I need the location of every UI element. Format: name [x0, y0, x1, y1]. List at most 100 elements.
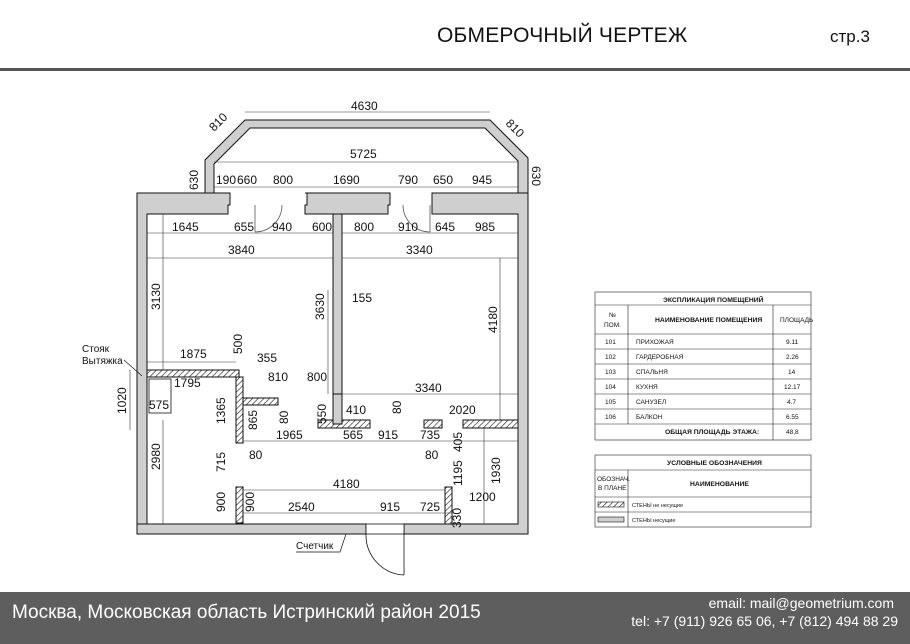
rooms-total-value: 48,8 — [786, 429, 799, 436]
rooms-header-area: ПЛОЩАДЬ — [780, 317, 813, 324]
dim-room-80d: 80 — [425, 448, 439, 462]
notes: Стояк Вытяжка Счетчик — [82, 344, 347, 553]
legend-table — [594, 454, 812, 528]
dimension-lines — [129, 111, 518, 524]
rooms-header-num1: № — [609, 312, 616, 319]
rooms-table-text: ЭКСПЛИКАЦИЯ ПОМЕЩЕНИЙ № ПОМ. НАИМЕНОВАНИ… — [604, 295, 813, 436]
dim-room-80c: 80 — [249, 448, 263, 462]
dim-balcony-inner: 5725 — [350, 147, 377, 161]
dim-room-3840: 3840 — [228, 243, 255, 257]
room-name: ПРИХОЖАЯ — [636, 339, 674, 346]
dim-room-1875: 1875 — [180, 347, 207, 361]
balcony-door-right — [402, 204, 431, 233]
room-name: СПАЛЬНЯ — [636, 369, 668, 376]
rooms-total-label: ОБЩАЯ ПЛОЩАДЬ ЭТАЖА: — [665, 429, 759, 436]
footer-bar: Москва, Московская область Истринский ра… — [0, 592, 910, 644]
dim-room-565: 565 — [343, 428, 363, 442]
dim-room-1195: 1195 — [451, 460, 465, 486]
dim-room-500: 500 — [231, 334, 245, 354]
header-divider — [0, 68, 910, 71]
dim-facade-650: 650 — [433, 173, 453, 187]
dim-room-80b: 80 — [390, 400, 404, 414]
room-num: 102 — [605, 354, 616, 361]
room-name: КУХНЯ — [636, 384, 658, 391]
dim-room-715: 715 — [214, 452, 228, 472]
dim-room-80a: 80 — [277, 410, 291, 424]
balcony-door-left — [254, 204, 283, 233]
room-area: 2.26 — [786, 354, 799, 361]
dimension-texts: 4630 810 810 5725 630 630 190 660 800 16… — [115, 99, 543, 528]
room-name: САНУЗЕЛ — [636, 399, 666, 406]
dim-room-600: 600 — [312, 220, 332, 234]
dim-room-865: 865 — [246, 410, 260, 430]
room-area: 6.55 — [786, 414, 799, 421]
room-num: 104 — [605, 384, 616, 391]
dim-facade-190: 190 — [216, 173, 236, 187]
page-number: стр.3 — [830, 27, 870, 46]
footer-phone: tel: +7 (911) 926 65 06, +7 (812) 494 88… — [631, 613, 898, 629]
dim-balcony-top: 4630 — [351, 99, 378, 113]
interior-walls — [146, 213, 519, 525]
legend-nonbearing-symbol — [597, 501, 625, 508]
dim-balcony-side-left: 630 — [187, 170, 201, 190]
legend-header-code1: ОБОЗНАЧ. — [597, 476, 630, 483]
legend-row-bearing: СТЕНЫ несущие — [632, 518, 675, 524]
dim-room-1365: 1365 — [214, 397, 228, 424]
footer-email: email: mail@geometrium.com — [708, 595, 894, 611]
rooms-header-num2: ПОМ. — [604, 322, 621, 329]
dim-room-1645: 1645 — [172, 220, 199, 234]
note-meter: Счетчик — [296, 541, 334, 552]
riser-block — [148, 378, 172, 414]
dim-facade-1690: 1690 — [333, 173, 360, 187]
dim-room-1020: 1020 — [115, 387, 129, 414]
rooms-header-name: НАИМЕНОВАНИЕ ПОМЕЩЕНИЯ — [655, 317, 762, 324]
legend-table-text: УСЛОВНЫЕ ОБОЗНАЧЕНИЯ ОБОЗНАЧ. В ПЛАНЕ НА… — [597, 460, 762, 524]
dim-room-3340: 3340 — [406, 243, 433, 257]
dim-room-645: 645 — [435, 220, 455, 234]
dim-room-3630: 3630 — [313, 293, 327, 320]
dim-room-1965: 1965 — [276, 428, 303, 442]
legend-wall-symbols — [597, 501, 625, 523]
rooms-table — [594, 291, 812, 441]
page-title: ОБМЕРОЧНЫЙ ЧЕРТЕЖ — [437, 24, 688, 47]
dim-room-2020: 2020 — [449, 403, 476, 417]
dim-room-655: 655 — [234, 220, 254, 234]
room-num: 106 — [605, 414, 616, 421]
dim-room-1795: 1795 — [174, 376, 201, 390]
legend-bearing-symbol — [597, 516, 625, 523]
dim-room-985: 985 — [475, 220, 495, 234]
dim-room-1930: 1930 — [489, 457, 503, 484]
dim-room-550: 550 — [315, 404, 329, 424]
dim-room-800c: 800 — [307, 370, 327, 384]
room-num: 103 — [605, 369, 616, 376]
dim-balcony-side-right: 630 — [529, 166, 543, 186]
dim-room-900b: 900 — [243, 492, 257, 512]
dim-room-725: 725 — [420, 500, 440, 514]
dim-room-3130: 3130 — [149, 283, 163, 310]
dim-room-910: 910 — [398, 220, 418, 234]
dim-room-575: 575 — [149, 398, 169, 412]
dim-room-900a: 900 — [214, 492, 228, 512]
dim-facade-945: 945 — [472, 173, 492, 187]
room-area: 12.17 — [784, 384, 801, 391]
legend-header-code2: В ПЛАНЕ — [598, 485, 627, 492]
dim-room-810: 810 — [268, 370, 288, 384]
room-area: 14 — [788, 369, 796, 376]
dim-room-405: 405 — [451, 432, 465, 452]
legend-row-nonbearing: СТЕНЫ не несущие — [632, 503, 683, 509]
note-meter-leader — [296, 533, 347, 553]
floor-plan: 4630 810 810 5725 630 630 190 660 800 16… — [82, 99, 813, 576]
dim-room-940: 940 — [272, 220, 292, 234]
rooms-table-title: ЭКСПЛИКАЦИЯ ПОМЕЩЕНИЙ — [663, 295, 764, 304]
dim-room-4180-v: 4180 — [486, 306, 500, 333]
room-num: 105 — [605, 399, 616, 406]
dim-room-2540: 2540 — [288, 500, 315, 514]
dim-room-4180-h: 4180 — [333, 477, 360, 491]
room-num: 101 — [605, 339, 616, 346]
dim-room-3340b: 3340 — [415, 381, 442, 395]
note-riser-leader — [123, 359, 143, 377]
dim-room-355: 355 — [257, 351, 277, 365]
legend-header-name: НАИМЕНОВАНИЕ — [690, 481, 749, 488]
room-area: 4.7 — [787, 399, 796, 406]
dim-room-2980: 2980 — [149, 443, 163, 470]
